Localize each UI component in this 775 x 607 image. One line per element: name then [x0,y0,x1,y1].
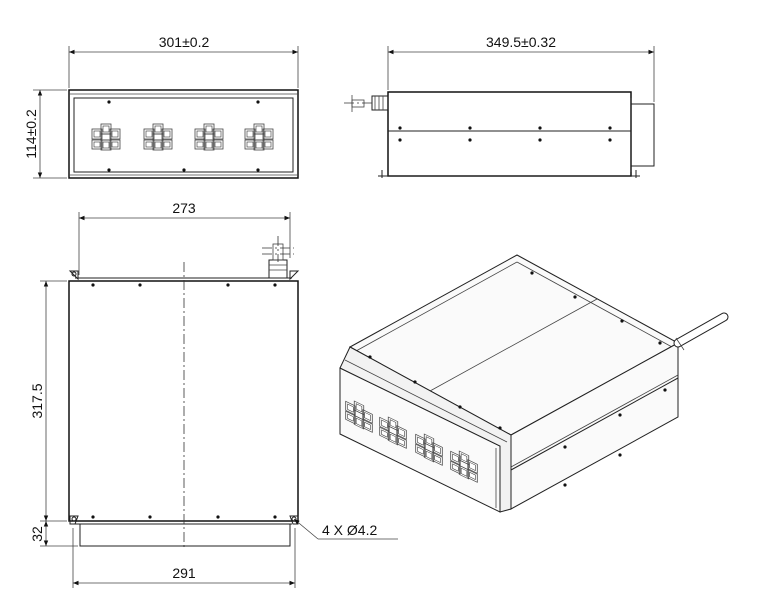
top-view-outline [68,280,299,522]
side-view: 349.5±0.32 [344,34,655,178]
side-handle [630,103,655,167]
isometric-view [339,254,729,513]
bottom-flange [79,523,291,547]
top-inner-width-label: 273 [172,200,196,216]
mounting-holes-label: 4 X Ø4.2 [322,522,377,538]
front-height-label: 114±0.2 [23,109,39,159]
fan-grille-3 [194,123,224,151]
fan-grille-4 [244,123,274,151]
top-view: 273 317.5 32 291 4 X Ø4.2 [29,200,398,588]
side-length-label: 349.5±0.32 [486,34,556,50]
front-panel [73,97,294,173]
fan-grille-2 [143,123,173,151]
top-depth-label: 317.5 [29,383,45,418]
top-connector [262,236,294,279]
front-view: 301±0.2 114±0.2 [23,34,299,179]
front-view-outline [68,89,299,179]
front-width-label: 301±0.2 [159,34,210,50]
flange-depth-label: 32 [29,526,45,542]
front-fan-grilles [91,123,274,151]
fan-grille-1 [91,123,121,151]
side-view-outline [387,91,632,177]
iso-cable [673,312,729,351]
base-width-label: 291 [172,565,196,581]
side-connector [344,95,389,112]
